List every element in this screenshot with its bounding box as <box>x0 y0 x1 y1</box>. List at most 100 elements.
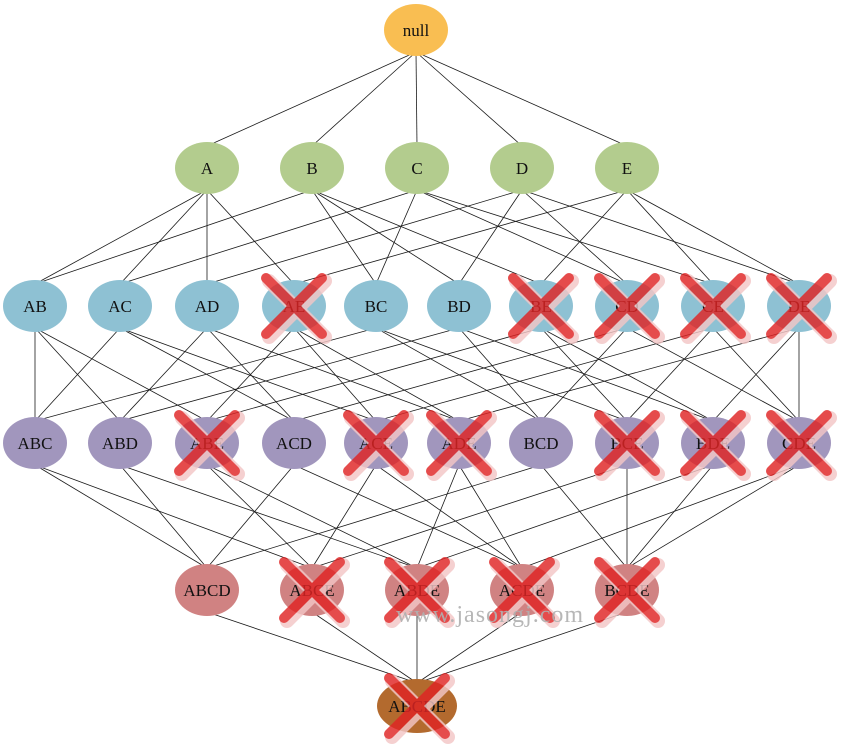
edge-AD-ADE <box>206 327 460 422</box>
red-x-pruned-icon <box>680 273 751 344</box>
node-abcd: ABCD <box>175 564 239 616</box>
red-x-pruned-icon <box>594 273 665 344</box>
edge-BD-ABD <box>119 327 460 422</box>
edge-AC-ABC <box>34 327 121 422</box>
watermark-text: www.jasongj.com <box>396 602 584 628</box>
edge-null-D <box>415 51 523 147</box>
red-x-pruned-icon <box>680 410 751 481</box>
edge-C-AC <box>119 189 418 285</box>
node-label: C <box>411 159 422 178</box>
edge-D-CD <box>521 189 628 285</box>
edge-C-BC <box>375 189 418 285</box>
node-ab: AB <box>3 280 67 332</box>
edge-B-BC <box>311 189 377 285</box>
node-label: BCD <box>524 434 559 453</box>
edge-E-BE <box>540 189 628 285</box>
node-ellipse <box>88 280 152 332</box>
red-x-pruned-icon <box>508 273 579 344</box>
edge-A-AE <box>206 189 295 285</box>
edge-B-BD <box>311 189 460 285</box>
lattice-edges <box>34 51 800 684</box>
edge-DE-BDE <box>712 327 800 422</box>
node-label: AB <box>23 297 47 316</box>
node-c: C <box>385 142 449 194</box>
edge-BCD-BCDE <box>540 464 628 569</box>
node-label: null <box>403 21 430 40</box>
node-label: ABC <box>18 434 53 453</box>
edge-CDE-BCDE <box>626 464 800 569</box>
edge-E-DE <box>626 189 800 285</box>
edge-AB-ABE <box>34 327 208 422</box>
red-x-pruned-icon <box>261 273 332 344</box>
node-label: AC <box>108 297 132 316</box>
edge-AD-ABD <box>119 327 208 422</box>
edge-BDE-ABDE <box>416 464 714 569</box>
edge-B-AB <box>34 189 313 285</box>
edge-null-A <box>206 51 417 147</box>
node-ellipse <box>595 142 659 194</box>
edge-BD-BDE <box>458 327 714 422</box>
node-abc: ABC <box>3 417 67 469</box>
edge-ACE-ACDE <box>375 464 523 569</box>
node-ellipse <box>509 417 573 469</box>
node-label: BD <box>447 297 471 316</box>
edge-BD-BCD <box>458 327 542 422</box>
edge-C-CE <box>416 189 714 285</box>
edge-CDE-ACDE <box>521 464 800 569</box>
node-ellipse <box>384 4 448 56</box>
edge-A-AC <box>119 189 208 285</box>
node-label: ABCD <box>183 581 230 600</box>
node-label: E <box>622 159 632 178</box>
edge-BC-BCE <box>375 327 628 422</box>
edge-ABCE-ABCDE <box>311 611 418 684</box>
edge-null-C <box>415 51 418 147</box>
edge-AC-ACE <box>119 327 377 422</box>
node-ellipse <box>88 417 152 469</box>
node-label: A <box>201 159 214 178</box>
red-x-pruned-icon <box>384 557 455 628</box>
node-ellipse <box>175 564 239 616</box>
edge-BCD-ABCD <box>206 464 542 569</box>
red-x-pruned-icon <box>594 557 665 628</box>
red-x-pruned-icon <box>489 557 560 628</box>
node-null: null <box>384 4 448 56</box>
node-ellipse <box>175 142 239 194</box>
node-ellipse <box>3 280 67 332</box>
edge-ABD-ABCD <box>119 464 208 569</box>
edge-BCDE-ABCDE <box>416 611 628 684</box>
red-x-pruned-icon <box>594 410 665 481</box>
edge-null-B <box>311 51 417 147</box>
node-b: B <box>280 142 344 194</box>
node-ellipse <box>3 417 67 469</box>
node-d: D <box>490 142 554 194</box>
edge-ABD-ABDE <box>119 464 418 569</box>
red-x-pruned-icon <box>766 410 837 481</box>
node-bcd: BCD <box>509 417 573 469</box>
red-x-pruned-icon <box>766 273 837 344</box>
edge-BDE-BCDE <box>626 464 714 569</box>
node-ellipse <box>344 280 408 332</box>
edge-ACD-ABCD <box>206 464 295 569</box>
edge-CD-ACD <box>293 327 628 422</box>
node-bd: BD <box>427 280 491 332</box>
red-x-pruned-icon <box>343 410 414 481</box>
edge-D-BD <box>458 189 523 285</box>
node-label: D <box>516 159 528 178</box>
node-label: B <box>306 159 317 178</box>
node-abd: ABD <box>88 417 152 469</box>
edge-ABE-ABDE <box>206 464 418 569</box>
node-acd: ACD <box>262 417 326 469</box>
edge-BE-ABE <box>206 327 542 422</box>
edge-BCE-ABCE <box>311 464 628 569</box>
edge-D-AD <box>206 189 523 285</box>
node-e: E <box>595 142 659 194</box>
red-x-pruned-icon <box>426 410 497 481</box>
edge-CD-BCD <box>540 327 628 422</box>
edge-CE-BCE <box>626 327 714 422</box>
red-x-pruned-icon <box>279 557 350 628</box>
node-ac: AC <box>88 280 152 332</box>
edge-ABCD-ABCDE <box>206 611 418 684</box>
edge-E-CE <box>626 189 714 285</box>
edge-E-AE <box>293 189 628 285</box>
